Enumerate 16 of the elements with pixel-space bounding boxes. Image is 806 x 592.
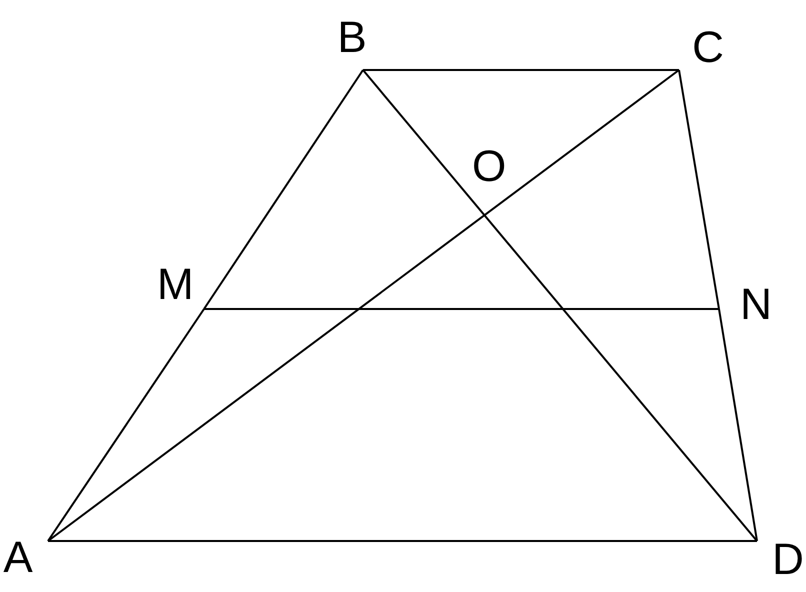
vertex-label: M	[157, 262, 189, 308]
line-segment	[47, 69, 680, 542]
line-segment	[718, 308, 758, 542]
line-segment	[363, 69, 679, 71]
line-segment	[48, 540, 757, 542]
vertex-label: N	[740, 282, 772, 328]
line-segment	[362, 69, 758, 542]
line-segment	[47, 308, 205, 542]
line-segment	[678, 70, 720, 310]
vertex-label: B	[336, 15, 368, 61]
vertex-label: D	[772, 537, 804, 583]
vertex-label: A	[2, 535, 34, 581]
line-segment	[203, 69, 364, 310]
line-segment	[204, 308, 719, 310]
vertex-label: C	[692, 25, 724, 71]
point-label: O	[472, 144, 504, 190]
